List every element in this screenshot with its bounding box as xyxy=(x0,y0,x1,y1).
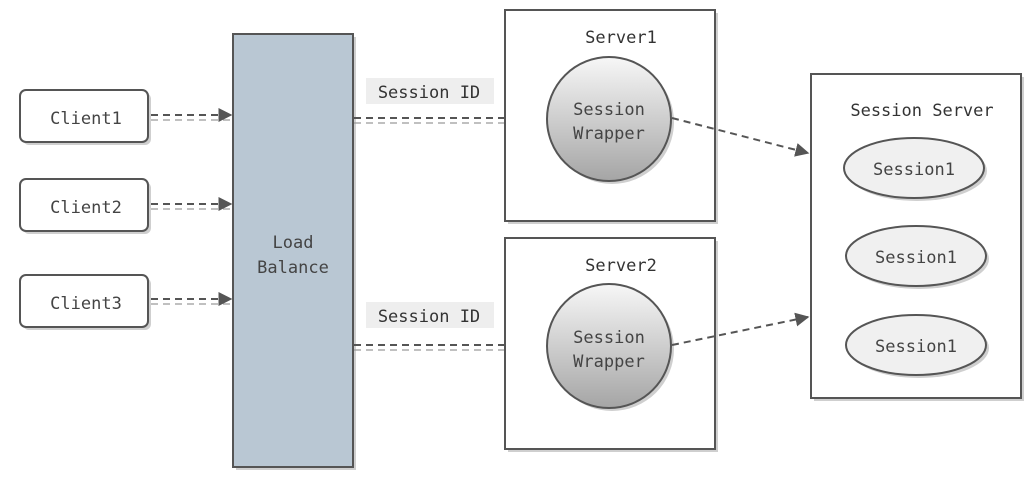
client-label: Client1 xyxy=(50,109,122,129)
session-wrapper-circle xyxy=(546,56,672,182)
client-node-1: Client1 xyxy=(19,89,151,145)
client-label: Client2 xyxy=(50,198,122,218)
wrapper-label-line1: Session xyxy=(573,100,645,120)
server1-title: Server1 xyxy=(585,28,657,48)
session-id-text: Session ID xyxy=(378,307,480,327)
session-server-title: Session Server xyxy=(850,101,993,121)
client-node-2: Client2 xyxy=(19,178,151,234)
session-label: Session1 xyxy=(875,248,957,268)
wrapper-label-line2: Wrapper xyxy=(573,352,645,372)
session-id-label-1: Session ID xyxy=(366,78,494,104)
session-item xyxy=(845,314,987,376)
wrapper-label-line1: Session xyxy=(573,328,645,348)
session-server-node: Session Server Session1 Session1 Session… xyxy=(810,73,1024,401)
load-balancer-node: Load Balance xyxy=(232,33,356,470)
load-balancer-label-line1: Load xyxy=(273,233,314,253)
session-item xyxy=(843,137,985,199)
session-label: Session1 xyxy=(873,160,955,180)
client-node-3: Client3 xyxy=(19,274,151,330)
load-balancer-label-line2: Balance xyxy=(257,258,329,278)
server2-title: Server2 xyxy=(585,256,657,276)
client-label: Client3 xyxy=(50,294,122,314)
session-id-label-2: Session ID xyxy=(366,302,494,328)
server2-node: Server2 Session Wrapper xyxy=(504,237,718,452)
session-label: Session1 xyxy=(875,337,957,357)
session-item xyxy=(845,225,987,287)
server1-node: Server1 Session Wrapper xyxy=(504,9,718,224)
session-wrapper-circle xyxy=(546,283,672,409)
client-to-lb-edges xyxy=(151,108,233,306)
wrapper-label-line2: Wrapper xyxy=(573,124,645,144)
session-id-text: Session ID xyxy=(378,83,480,103)
